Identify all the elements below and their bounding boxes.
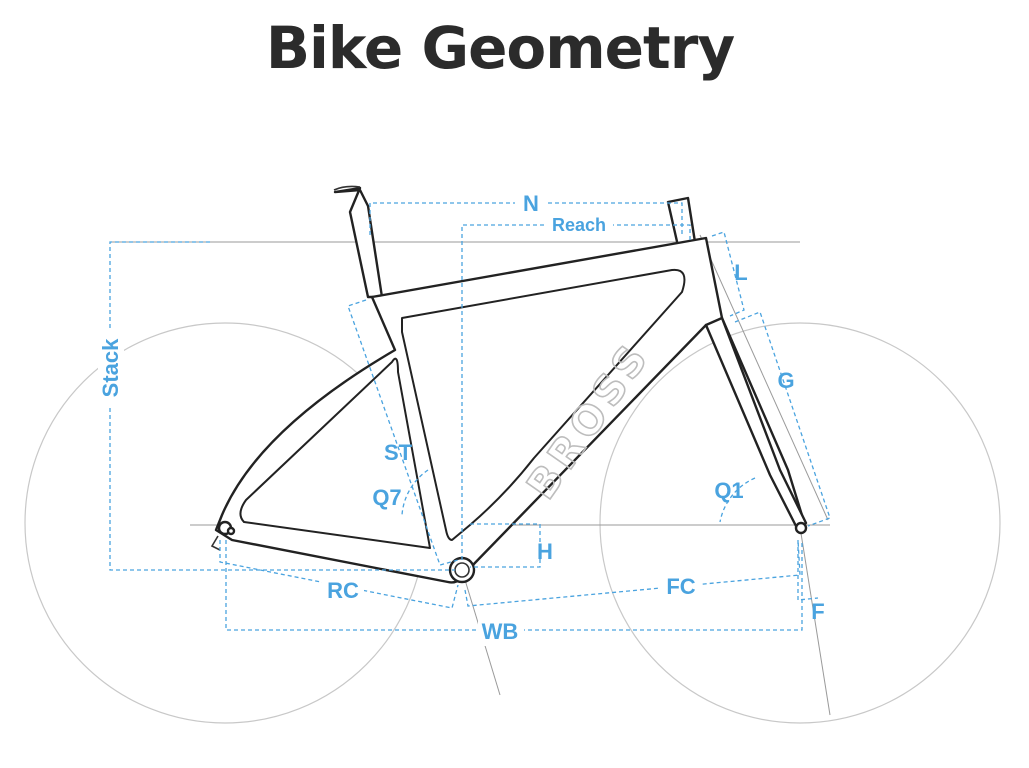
stack-dimension-line [109,241,455,571]
fc-label-bg [660,572,702,600]
l-dimension-line [711,231,745,317]
n-label: N [523,191,539,216]
fc-label: FC [666,574,695,599]
steering-axis-line [699,234,829,521]
rc-label-bg [322,576,364,604]
g-label: G [777,368,794,393]
front-wheel [599,322,1001,724]
wb-label: WB [482,619,519,644]
q1-angle-arc [719,477,756,523]
stack-label-bg [98,330,124,406]
g-dimension-line [734,311,831,527]
fc-dimension-line [464,539,801,607]
h-dimension-line [470,523,541,568]
derailleur-hanger [210,535,221,551]
fork [704,316,808,532]
reach-label-bg [545,214,613,236]
saddle-clamp [333,185,361,191]
rear-triangle-opening [239,357,431,549]
rear-axle [226,526,236,536]
page-title: Bike Geometry [265,14,735,82]
front-triangle-opening [401,268,686,541]
reach-label: Reach [552,215,606,235]
stack-label: Stack [98,338,123,397]
f-label: F [811,599,824,624]
f-dimension-line [797,540,819,601]
st-label: ST [384,440,413,465]
st-dimension-line [347,299,459,566]
n-dimension-line [369,202,683,235]
steering-axis-extension [799,526,831,716]
rc-label: RC [327,578,359,603]
h-label: H [537,539,553,564]
l-label: L [734,260,747,285]
n-label-bg [515,190,547,216]
front-dropout [794,521,808,535]
q1-label: Q1 [714,478,743,503]
wb-label-bg [478,618,524,646]
q7-label: Q7 [372,485,401,510]
